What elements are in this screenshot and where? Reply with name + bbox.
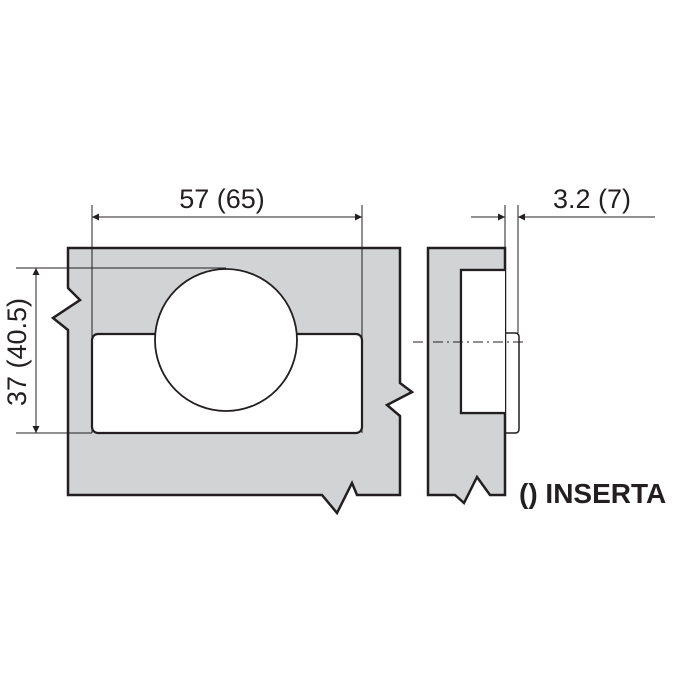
- width-dimension: 57 (65): [91, 184, 363, 433]
- hinge-cup-bore: [154, 268, 298, 412]
- height-dimension: 37 (40.5): [2, 267, 226, 434]
- offset-dimension: 3.2 (7): [471, 184, 655, 333]
- front-view: [50, 246, 415, 516]
- offset-dimension-label: 3.2 (7): [553, 184, 631, 214]
- width-dimension-label: 57 (65): [179, 184, 265, 214]
- side-view: [413, 246, 527, 506]
- height-dimension-label: 37 (40.5): [2, 298, 32, 406]
- hinge-arm-profile: [505, 332, 520, 434]
- inserta-legend: () INSERTA: [519, 478, 666, 509]
